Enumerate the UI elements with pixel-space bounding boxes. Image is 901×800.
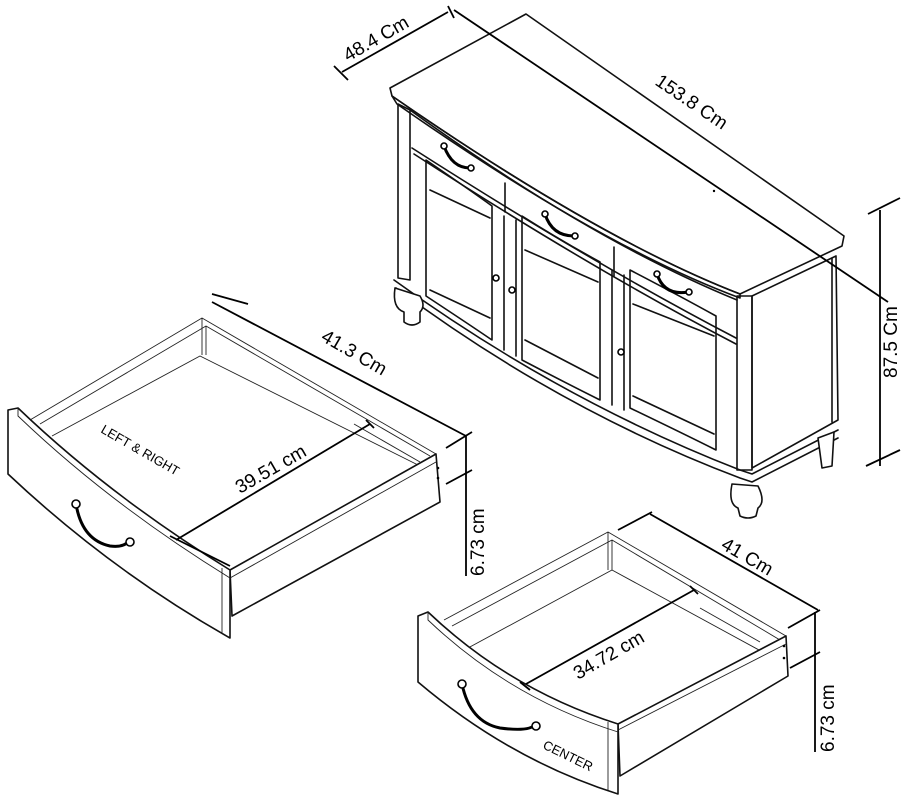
drawer-left-right-name-label: LEFT & RIGHT xyxy=(99,422,183,479)
drawer-left-right-dimensions xyxy=(169,293,473,576)
drawer-center-height-label: 6.73 cm xyxy=(818,684,839,752)
drawer-center-inner-width-label: 34.72 cm xyxy=(570,627,648,684)
drawer-left-right-drawing xyxy=(7,317,441,639)
sideboard-drawing xyxy=(389,13,845,519)
sideboard-depth-label: 48.4 Cm xyxy=(340,12,413,66)
drawer-center-depth-label: 41 Cm xyxy=(718,534,777,580)
drawer-left-right-depth-label: 41.3 Cm xyxy=(318,326,391,380)
drawer-center-dimensions xyxy=(519,511,821,752)
drawer-left-right-inner-width-label: 39.51 cm xyxy=(232,441,310,498)
sideboard-height-label: 87.5 Cm xyxy=(881,306,901,378)
drawer-center-drawing xyxy=(417,531,789,795)
drawer-left-right-height-label: 6.73 cm xyxy=(468,508,489,576)
sideboard-dimensions xyxy=(333,5,901,467)
